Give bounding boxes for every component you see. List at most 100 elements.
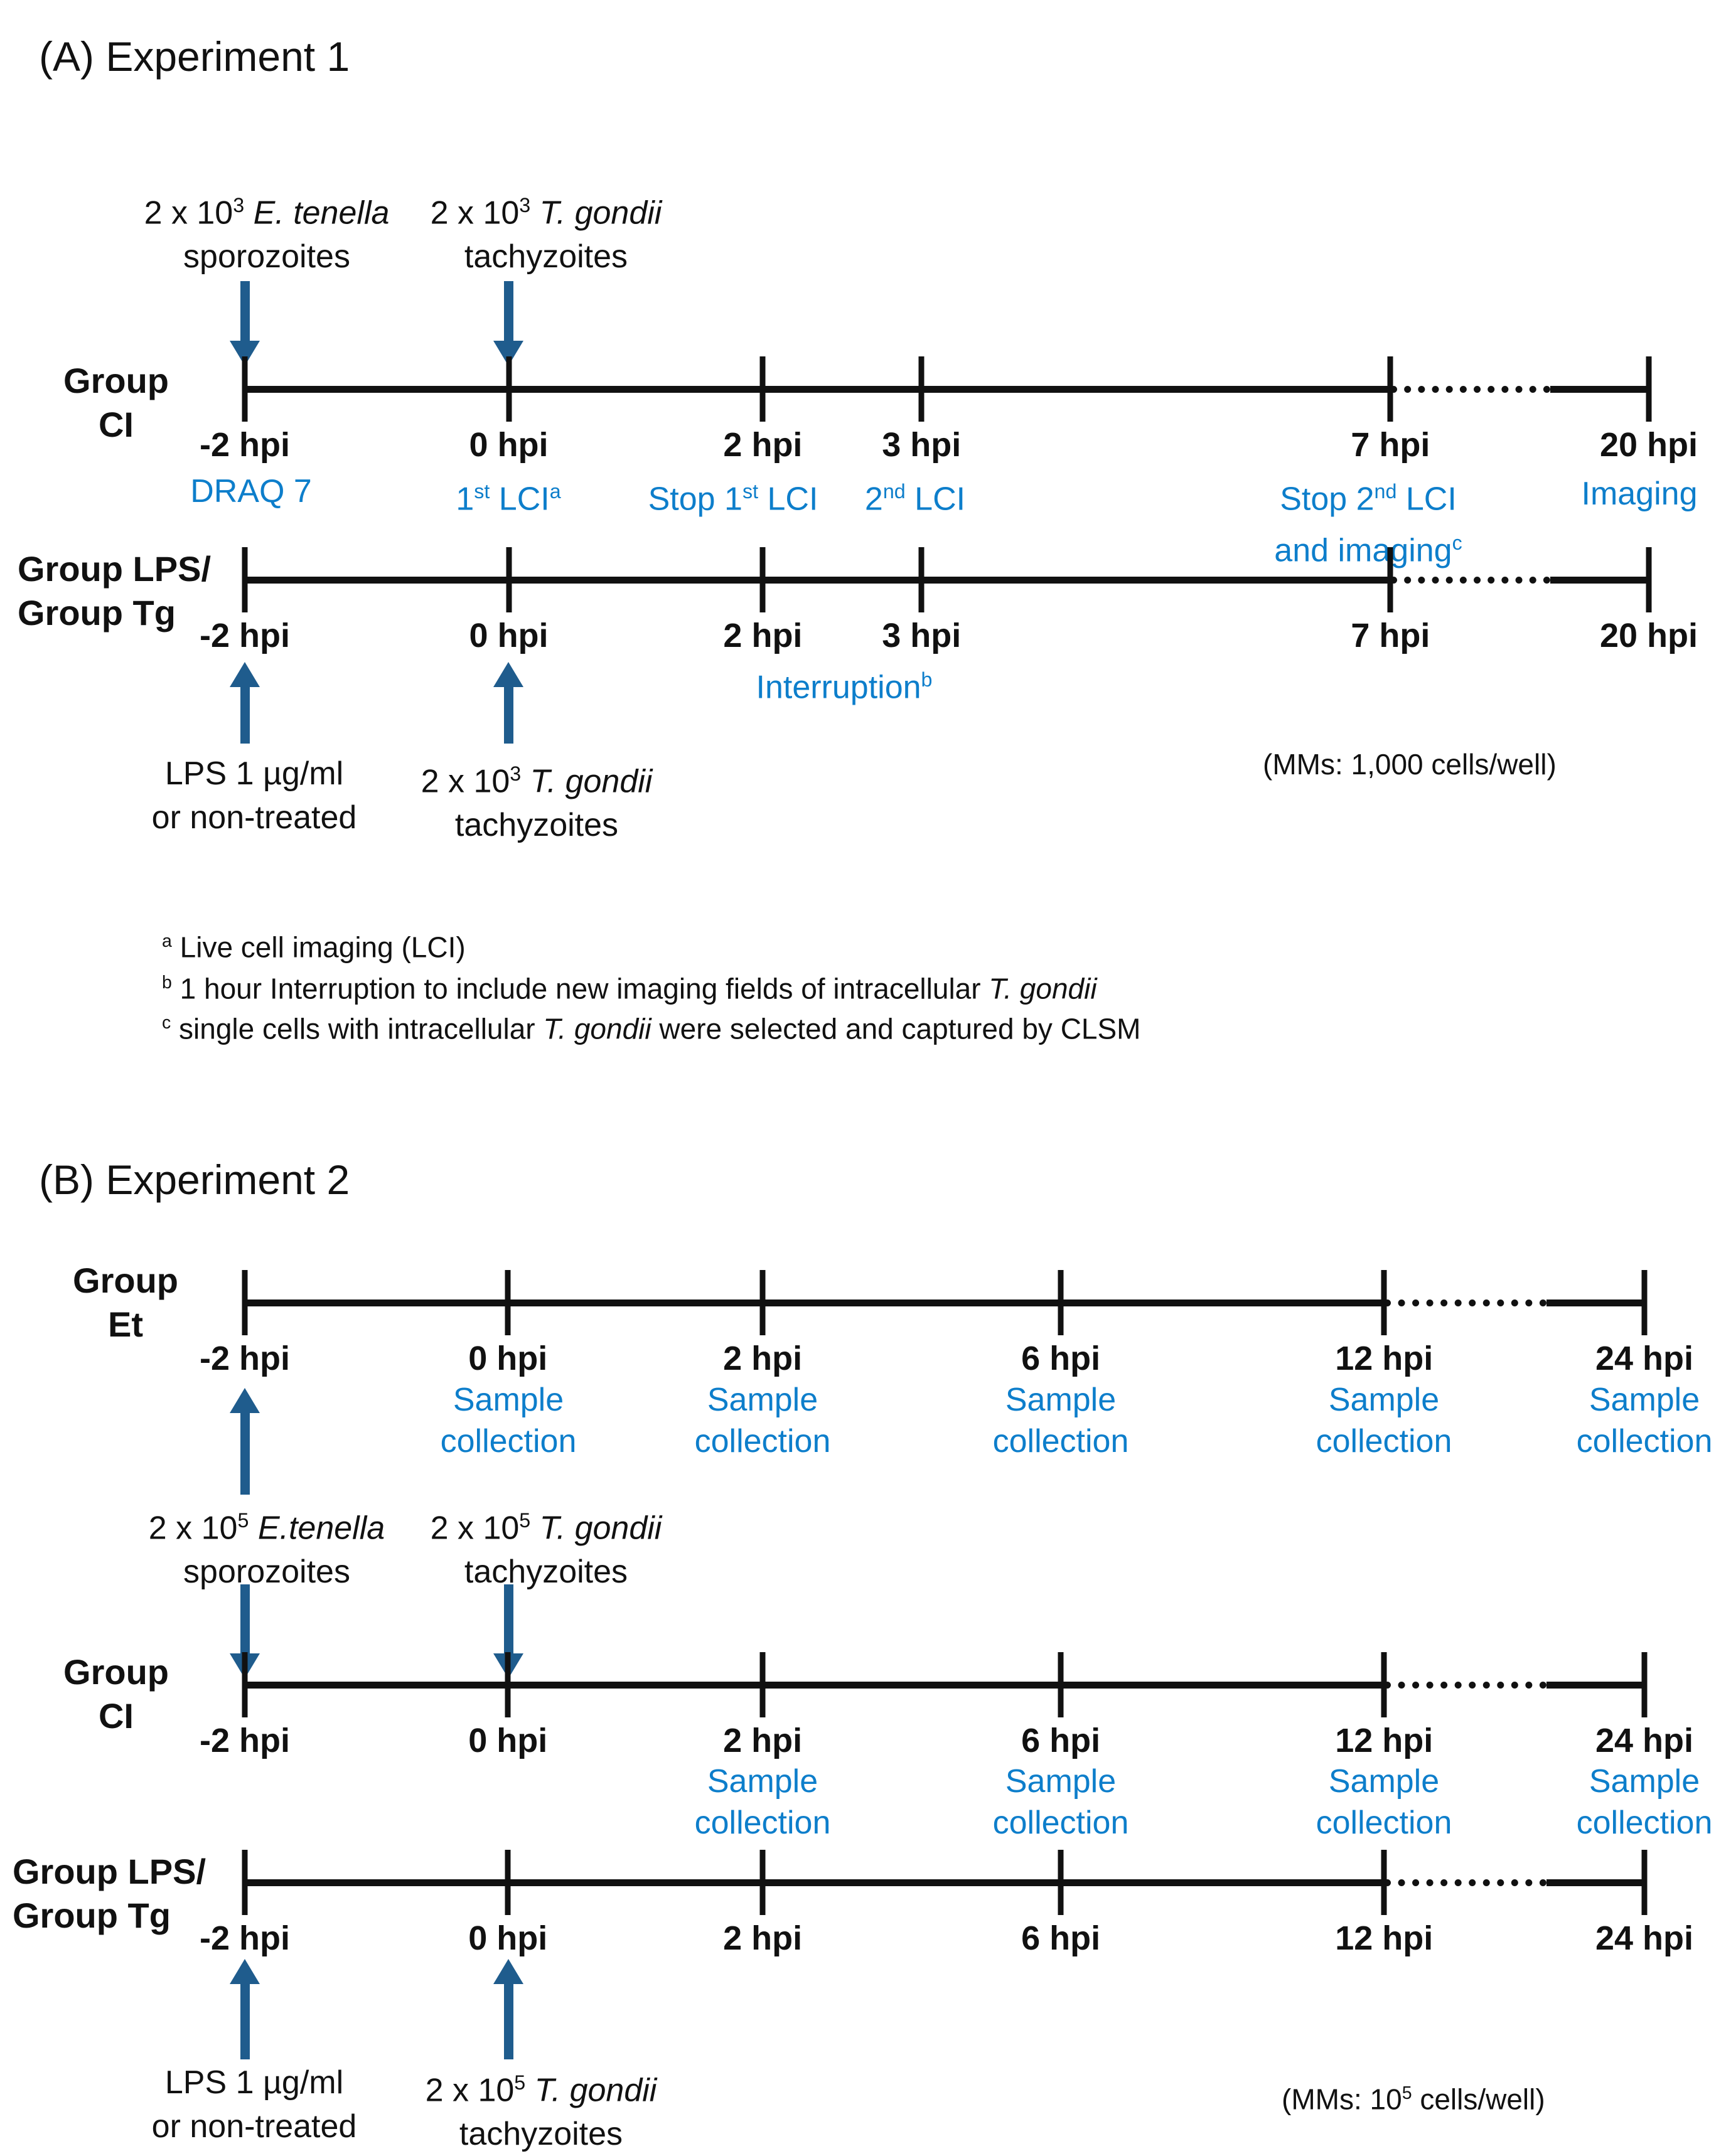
tick xyxy=(1641,1270,1648,1335)
tick xyxy=(1058,1652,1064,1717)
group-label-line: Group xyxy=(63,361,169,400)
tick xyxy=(1381,1652,1387,1717)
text-part: 2 x 10 xyxy=(430,195,520,232)
tick xyxy=(918,547,925,612)
species-name: T. gondii xyxy=(543,1012,651,1045)
tick-label: 6 hpi xyxy=(1021,1919,1101,1957)
arrow-shaft xyxy=(240,687,250,744)
tick xyxy=(1387,547,1393,612)
event-first-lci: 1st LCIa xyxy=(456,469,560,521)
timeline-segment xyxy=(245,577,1391,584)
tick xyxy=(506,356,512,422)
event-imaging: Imaging xyxy=(1581,476,1698,512)
inoculation-arrow-down xyxy=(230,281,260,366)
tick-label: 7 hpi xyxy=(1351,617,1430,654)
mms-note-a: (MMs: 1,000 cells/well) xyxy=(1263,748,1557,781)
panel-b-title: (B) Experiment 2 xyxy=(39,1156,350,1203)
tick-label: -2 hpi xyxy=(200,1722,290,1759)
event-second-lci: 2nd LCI xyxy=(865,469,965,521)
arrow-shaft xyxy=(503,687,513,744)
event-sample-collection: Sample collection xyxy=(1316,1382,1452,1460)
group-label-line: Group xyxy=(63,1652,169,1692)
arrow-shaft xyxy=(503,1584,513,1653)
tick xyxy=(242,1652,248,1717)
tick xyxy=(1058,1270,1064,1335)
species-name: E.tenella xyxy=(249,1510,385,1547)
inoculum-line2: sporozoites xyxy=(183,238,350,275)
timeline-segment xyxy=(245,1682,1385,1689)
treatment-line: 2 x 103 T. gondii xyxy=(421,752,653,803)
inoculum-line2: tachyzoites xyxy=(464,1554,628,1591)
tick xyxy=(1641,1850,1648,1915)
tick xyxy=(505,1652,511,1717)
timeline-segment xyxy=(1550,577,1649,584)
tick-label: 0 hpi xyxy=(469,617,549,654)
text-part: Stop 1 xyxy=(648,481,742,518)
inoculum-line1: 2 x 105 E.tenella xyxy=(149,1498,385,1550)
arrow-shaft xyxy=(240,1984,250,2059)
arrow-head xyxy=(230,1388,260,1413)
tick xyxy=(242,356,248,422)
treatment-label-lps-a: LPS 1 µg/ml or non-treated xyxy=(152,752,357,840)
tick xyxy=(505,1850,511,1915)
tick-label: -2 hpi xyxy=(200,426,290,464)
event-line: Stop 2nd LCI xyxy=(1274,469,1462,521)
treatment-line: 2 x 105 T. gondii xyxy=(426,2061,657,2112)
timeline-dotted-segment xyxy=(1384,1682,1546,1689)
inoculation-arrow-up xyxy=(230,1388,260,1495)
tick xyxy=(1387,356,1393,422)
tick-label: 2 hpi xyxy=(723,1919,803,1957)
timeline-dotted-segment xyxy=(1384,1879,1546,1886)
timeline-segment xyxy=(1546,1879,1644,1886)
treatment-line: LPS 1 µg/ml xyxy=(164,755,344,792)
text-part: 2 x 10 xyxy=(421,763,510,800)
tick-label: 12 hpi xyxy=(1335,1919,1434,1957)
text-part: LCI xyxy=(490,481,550,518)
tick-label: 12 hpi xyxy=(1335,1722,1434,1759)
timeline-segment xyxy=(1546,1682,1644,1689)
group-lps-tg-label-b: Group LPS/ Group Tg xyxy=(13,1850,206,1938)
mms-note-b: (MMs: 105 cells/well) xyxy=(1282,2073,1545,2119)
text-part: (MMs: 10 xyxy=(1282,2083,1402,2116)
tick-label: 0 hpi xyxy=(468,1919,548,1957)
panel-a-title: (A) Experiment 1 xyxy=(39,33,350,80)
inoculum-label-et-b: 2 x 105 E.tenella sporozoites xyxy=(149,1498,385,1594)
timeline-segment xyxy=(245,1879,1385,1886)
group-ci-label-b: Group CI xyxy=(63,1650,169,1738)
treatment-line: LPS 1 µg/ml xyxy=(164,2064,344,2101)
exponent: 3 xyxy=(519,194,531,216)
event-interruption: Interruptionb xyxy=(756,658,933,709)
tick xyxy=(1646,356,1652,422)
group-et-label-b: Group Et xyxy=(73,1259,178,1347)
group-label-line: Group LPS/ xyxy=(18,549,211,589)
footnote-marker: c xyxy=(162,1013,171,1033)
treatment-arrow-up xyxy=(493,662,523,744)
footnote-marker: a xyxy=(549,480,561,503)
exponent: 5 xyxy=(1402,2083,1412,2103)
text-part: 2 x 10 xyxy=(148,1510,238,1547)
timeline-dotted-segment xyxy=(1384,1299,1546,1306)
text-part: single cells with intracellular xyxy=(171,1012,544,1045)
tick xyxy=(242,1270,248,1335)
group-label-line: CI xyxy=(98,405,134,444)
species-name: T. gondii xyxy=(530,1510,662,1547)
tick-label: 0 hpi xyxy=(468,1722,548,1759)
text-part: 1 xyxy=(456,481,474,518)
tick xyxy=(918,356,925,422)
tick xyxy=(759,547,766,612)
text-part: 2 x 10 xyxy=(430,1510,520,1547)
tick-label: 12 hpi xyxy=(1335,1340,1434,1377)
tick-label: 24 hpi xyxy=(1595,1340,1694,1377)
inoculum-line1: 2 x 103 E. tenella xyxy=(144,183,390,235)
tick xyxy=(242,547,248,612)
event-draq7: DRAQ 7 xyxy=(190,473,312,510)
tick-label: -2 hpi xyxy=(200,1919,290,1957)
tick xyxy=(759,1270,766,1335)
footnote-marker: c xyxy=(1452,531,1462,555)
tick xyxy=(759,1850,766,1915)
inoculum-line1: 2 x 105 T. gondii xyxy=(431,1498,662,1550)
arrow-head xyxy=(230,662,260,687)
tick-label: 6 hpi xyxy=(1021,1340,1101,1377)
arrow-head xyxy=(230,1959,260,1984)
inoculum-label-tg-a: 2 x 103 T. gondii tachyzoites xyxy=(431,183,662,279)
